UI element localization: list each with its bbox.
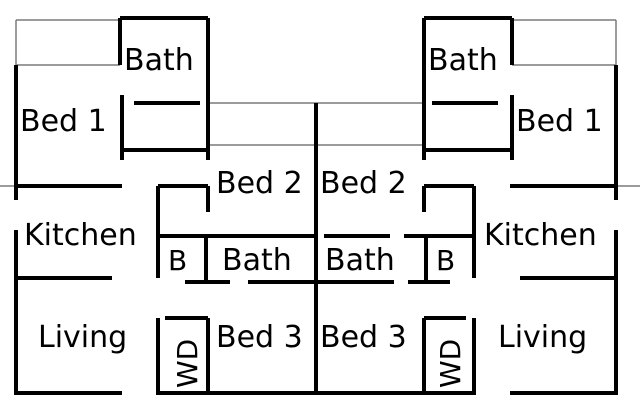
- label-left-bed1: Bed 1: [20, 104, 107, 139]
- label-left-kitchen: Kitchen: [24, 218, 137, 253]
- label-left-bath-mid: Bath: [222, 243, 292, 278]
- label-right-bed3: Bed 3: [320, 320, 407, 355]
- label-left-bed2: Bed 2: [216, 166, 303, 201]
- label-left-living: Living: [38, 320, 127, 355]
- label-right-bed1: Bed 1: [516, 104, 603, 139]
- label-right-bath-mid: Bath: [325, 243, 395, 278]
- label-left-wd: WD: [171, 339, 204, 388]
- label-right-b: B: [436, 244, 455, 277]
- label-right-bed2: Bed 2: [320, 166, 407, 201]
- label-right-kitchen: Kitchen: [484, 218, 597, 253]
- label-left-bed3: Bed 3: [216, 320, 303, 355]
- label-right-living: Living: [498, 320, 587, 355]
- walls: [14, 16, 618, 395]
- label-left-b: B: [168, 244, 187, 277]
- room-labels: Bath Bed 1 Bed 2 Kitchen B Bath Living B…: [20, 43, 603, 388]
- label-left-bath-top: Bath: [124, 43, 194, 78]
- label-right-wd: WD: [434, 339, 467, 388]
- thin-lines: [0, 19, 640, 187]
- label-right-bath-top: Bath: [428, 43, 498, 78]
